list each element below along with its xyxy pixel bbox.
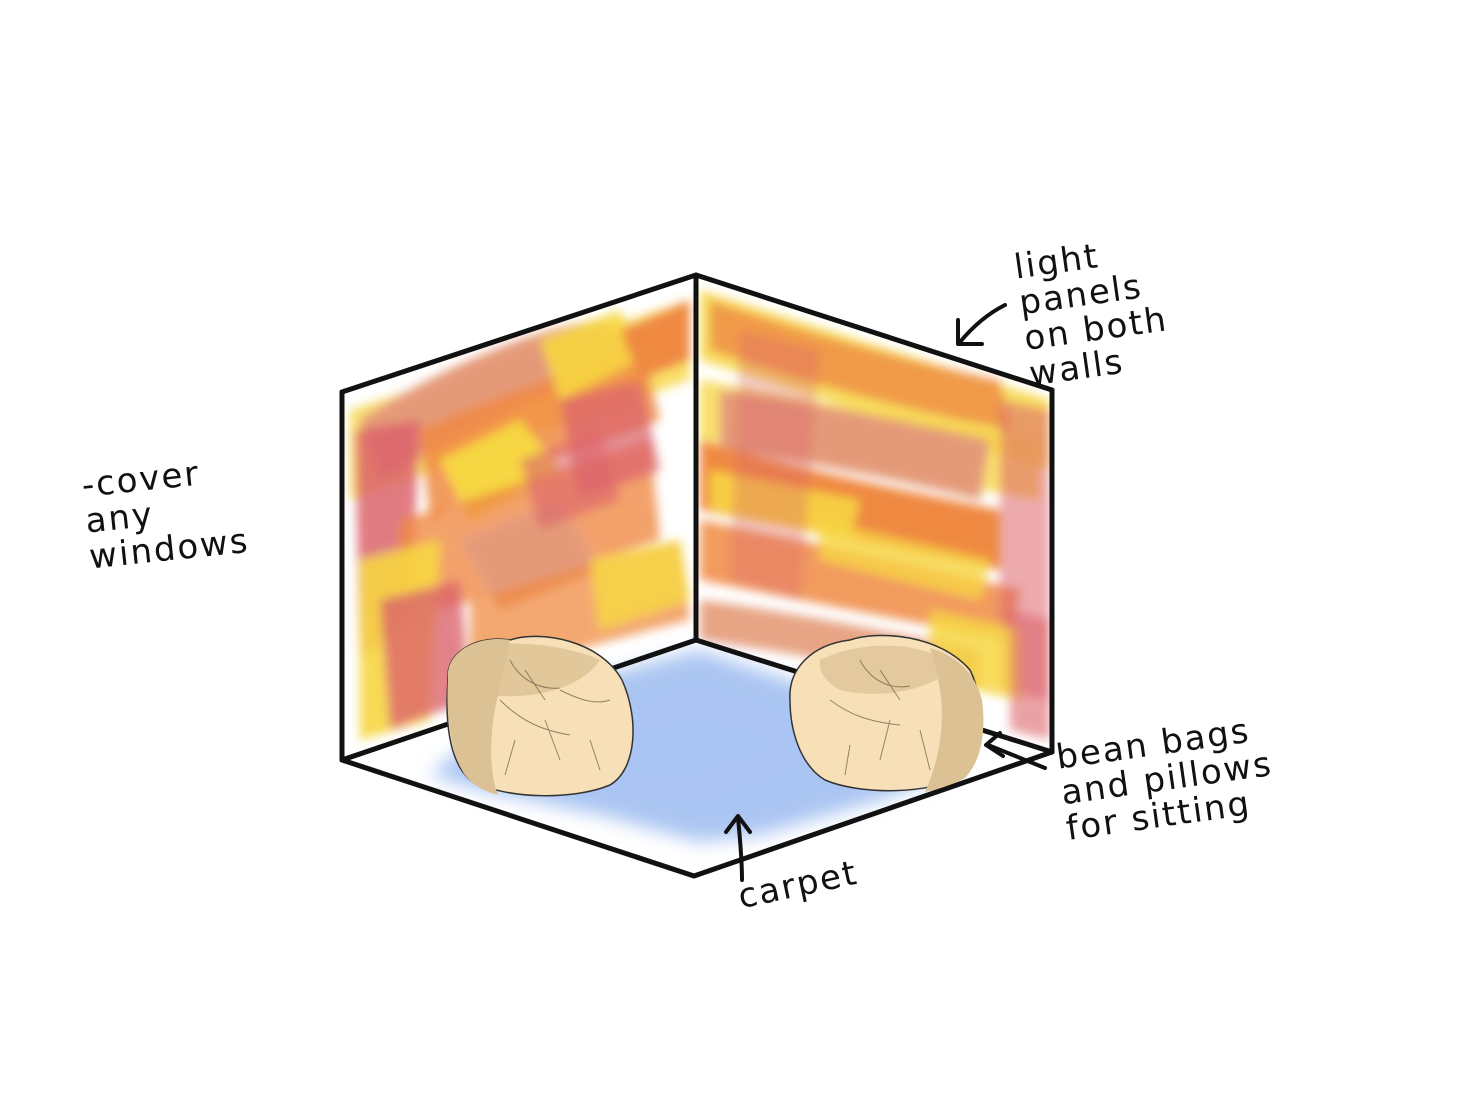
bean-bag-left [446, 635, 634, 797]
annotation-light-panels: light panels on both walls [1011, 236, 1171, 395]
bean-bag-right [789, 634, 984, 792]
arrow-to-right-wall-icon [956, 303, 1007, 346]
annotation-cover-windows: -cover any windows [79, 453, 252, 578]
left-wall-light-panel [350, 300, 690, 740]
arrow-to-carpet-icon [724, 814, 752, 882]
arrow-to-bean-bag-icon [984, 731, 1047, 770]
arrows [724, 303, 1047, 882]
